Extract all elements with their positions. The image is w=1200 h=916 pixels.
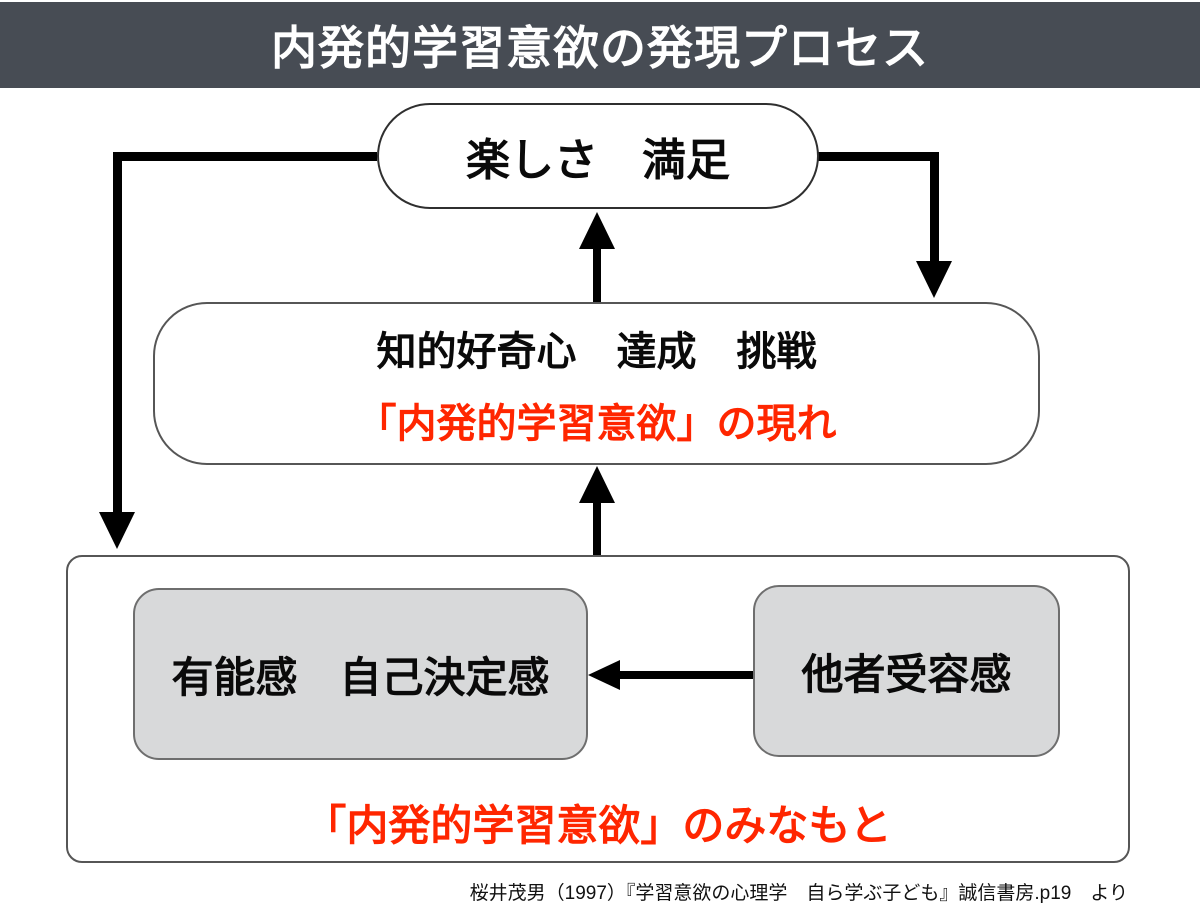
acceptance-by-others-label: 他者受容感 xyxy=(801,650,1012,698)
citation-text: 桜井茂男（1997）『学習意欲の心理学 自ら学ぶ子ども』誠信書房.p19 より xyxy=(469,883,1128,904)
page-title: 内発的学習意欲の発現プロセス xyxy=(271,22,929,74)
arrow-middle-to-top-head-icon xyxy=(579,212,615,249)
arrow-acceptance-to-competence-shaft xyxy=(617,671,753,679)
arrow-source-to-middle-shaft xyxy=(593,500,601,555)
arrow-top-to-source-horizontal-shaft xyxy=(113,152,377,161)
competence-self-determination-box: 有能感 自己決定感 xyxy=(133,588,588,760)
intrinsic-motivation-expression-box: 知的好奇心 達成 挑戦 「内発的学習意欲」の現れ xyxy=(153,302,1040,465)
title-bar: 内発的学習意欲の発現プロセス xyxy=(0,2,1200,88)
enjoyment-satisfaction-box: 楽しさ 満足 xyxy=(377,103,819,209)
curiosity-achievement-challenge-label: 知的好奇心 達成 挑戦 xyxy=(376,329,817,374)
enjoyment-satisfaction-label: 楽しさ 満足 xyxy=(466,136,730,185)
arrow-top-to-middle-horizontal-shaft xyxy=(818,152,939,161)
motivation-source-caption: 「内発的学習意欲」のみなもと xyxy=(304,802,892,849)
arrow-top-to-middle-vertical-shaft xyxy=(930,152,939,263)
arrow-acceptance-to-competence-head-icon xyxy=(588,660,620,690)
intrinsic-motivation-expression-label: 「内発的学習意欲」の現れ xyxy=(356,401,837,446)
acceptance-by-others-box: 他者受容感 xyxy=(753,585,1060,757)
arrow-top-to-source-head-icon xyxy=(99,512,135,549)
arrow-top-to-source-vertical-shaft xyxy=(113,152,122,513)
competence-self-determination-label: 有能感 自己決定感 xyxy=(171,653,550,701)
arrow-top-to-middle-head-icon xyxy=(916,261,952,298)
arrow-middle-to-top-shaft xyxy=(593,247,601,302)
arrow-source-to-middle-head-icon xyxy=(579,466,615,503)
